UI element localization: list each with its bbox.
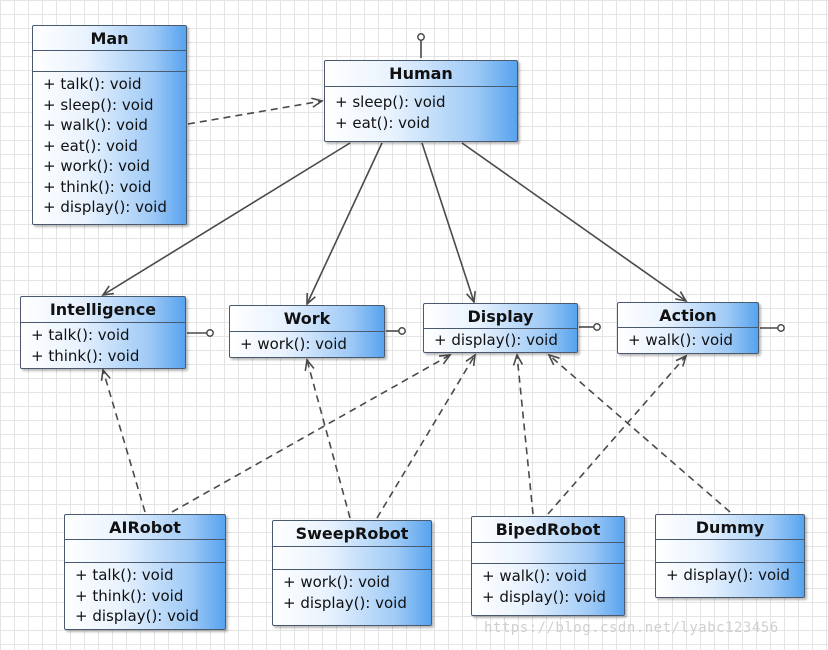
class-airobot-name: AIRobot [65, 515, 225, 540]
class-man-operations: + talk(): void + sleep(): void + walk():… [33, 72, 186, 218]
class-sweeprobot-name: SweepRobot [273, 521, 431, 547]
operation: + display(): void [434, 331, 558, 349]
class-display-name: Display [424, 304, 577, 329]
arrowhead-human-work [306, 292, 316, 306]
operation: + walk(): void [628, 331, 733, 349]
class-display-operations: + display(): void [424, 329, 577, 351]
class-man-attributes [33, 51, 186, 72]
realization-line-dummy-display [548, 354, 731, 513]
class-display[interactable]: Display + display(): void [423, 303, 578, 353]
class-work-name: Work [230, 306, 384, 332]
operation: + walk(): void [43, 116, 148, 134]
operation: + think(): void [31, 346, 140, 365]
realization-line-sweeprobot-work [306, 359, 351, 519]
class-intelligence-name: Intelligence [21, 297, 185, 323]
realization-line-sweeprobot-display [376, 354, 476, 519]
class-dummy-operations: + display(): void [656, 563, 804, 586]
operation: + display(): void [43, 198, 167, 216]
class-action-operations: + walk(): void [618, 328, 758, 351]
arrowhead-bipedrobot-display [512, 353, 524, 366]
class-bipedrobot-operations: + walk(): void + display(): void [472, 564, 624, 607]
operation: + walk(): void [482, 567, 587, 585]
arrowhead-dummy-display [547, 353, 560, 366]
operation: + display(): void [75, 607, 199, 625]
interface-lollipop-intelligence [206, 329, 214, 337]
class-work-operations: + work(): void [230, 332, 384, 355]
operation: + display(): void [666, 566, 790, 584]
interface-lollipop-human [417, 33, 425, 41]
class-airobot-attributes [65, 540, 225, 563]
operation: + work(): void [43, 157, 150, 175]
arrowhead-airobot-intelligence [100, 368, 111, 382]
operation: + work(): void [240, 335, 347, 353]
arrowhead-man-human [311, 97, 324, 108]
operation: + sleep(): void [43, 95, 154, 114]
watermark: https://blog.csdn.net/lyabc123456 [484, 620, 779, 636]
operation: + display(): void [482, 587, 606, 606]
class-human-name: Human [325, 61, 517, 87]
class-dummy[interactable]: Dummy + display(): void [655, 514, 805, 598]
class-bipedrobot[interactable]: BipedRobot + walk(): void + display(): v… [471, 516, 625, 616]
arrowhead-sweeprobot-work [304, 358, 315, 371]
class-work[interactable]: Work + work(): void [229, 305, 385, 358]
class-bipedrobot-name: BipedRobot [472, 517, 624, 543]
arrowhead-human-display [466, 290, 476, 304]
operation: + display(): void [283, 593, 407, 612]
realization-line-airobot-display [171, 354, 451, 513]
class-man-name: Man [33, 26, 186, 51]
interface-lollipop-work [398, 327, 406, 335]
arrowhead-bipedrobot-action [675, 354, 688, 367]
class-airobot[interactable]: AIRobot + talk(): void + think(): void +… [64, 514, 226, 630]
operation: + talk(): void [31, 326, 130, 344]
operation: + sleep(): void [335, 93, 446, 111]
realization-line-bipedrobot-display [516, 354, 534, 515]
operation: + eat(): void [43, 136, 138, 155]
interface-lollipop-action [777, 324, 785, 332]
operation: + think(): void [43, 177, 152, 196]
arrowhead-human-action [675, 291, 688, 303]
class-human[interactable]: Human + sleep(): void + eat(): void [324, 60, 518, 142]
class-intelligence[interactable]: Intelligence + talk(): void + think(): v… [20, 296, 186, 369]
operation: + think(): void [75, 586, 184, 605]
association-line-human-intelligence [102, 142, 351, 296]
class-airobot-operations: + talk(): void + think(): void + display… [65, 563, 225, 627]
association-line-human-display [421, 142, 475, 303]
association-line-human-action [461, 142, 687, 302]
operation: + talk(): void [75, 566, 174, 584]
interface-lollipop-display [593, 323, 601, 331]
operation: + work(): void [283, 573, 390, 591]
operation: + talk(): void [43, 75, 142, 93]
arrowhead-sweeprobot-display [465, 353, 477, 367]
class-dummy-name: Dummy [656, 515, 804, 540]
class-sweeprobot-attributes [273, 547, 431, 570]
class-action-name: Action [618, 303, 758, 328]
operation: + eat(): void [335, 113, 430, 132]
class-man[interactable]: Man + talk(): void + sleep(): void + wal… [32, 25, 187, 225]
class-dummy-attributes [656, 540, 804, 563]
class-bipedrobot-attributes [472, 543, 624, 564]
realization-line-bipedrobot-action [547, 355, 687, 515]
class-action[interactable]: Action + walk(): void [617, 302, 759, 354]
class-intelligence-operations: + talk(): void + think(): void [21, 323, 185, 366]
association-line-human-work [306, 142, 383, 305]
class-sweeprobot-operations: + work(): void + display(): void [273, 570, 431, 613]
class-human-operations: + sleep(): void + eat(): void [325, 87, 517, 133]
class-sweeprobot[interactable]: SweepRobot + work(): void + display(): v… [272, 520, 432, 626]
arrowhead-human-intelligence [101, 285, 115, 297]
realization-line-airobot-intelligence [102, 369, 146, 513]
arrowhead-airobot-display [438, 354, 452, 365]
realization-line-man-human [187, 100, 323, 125]
